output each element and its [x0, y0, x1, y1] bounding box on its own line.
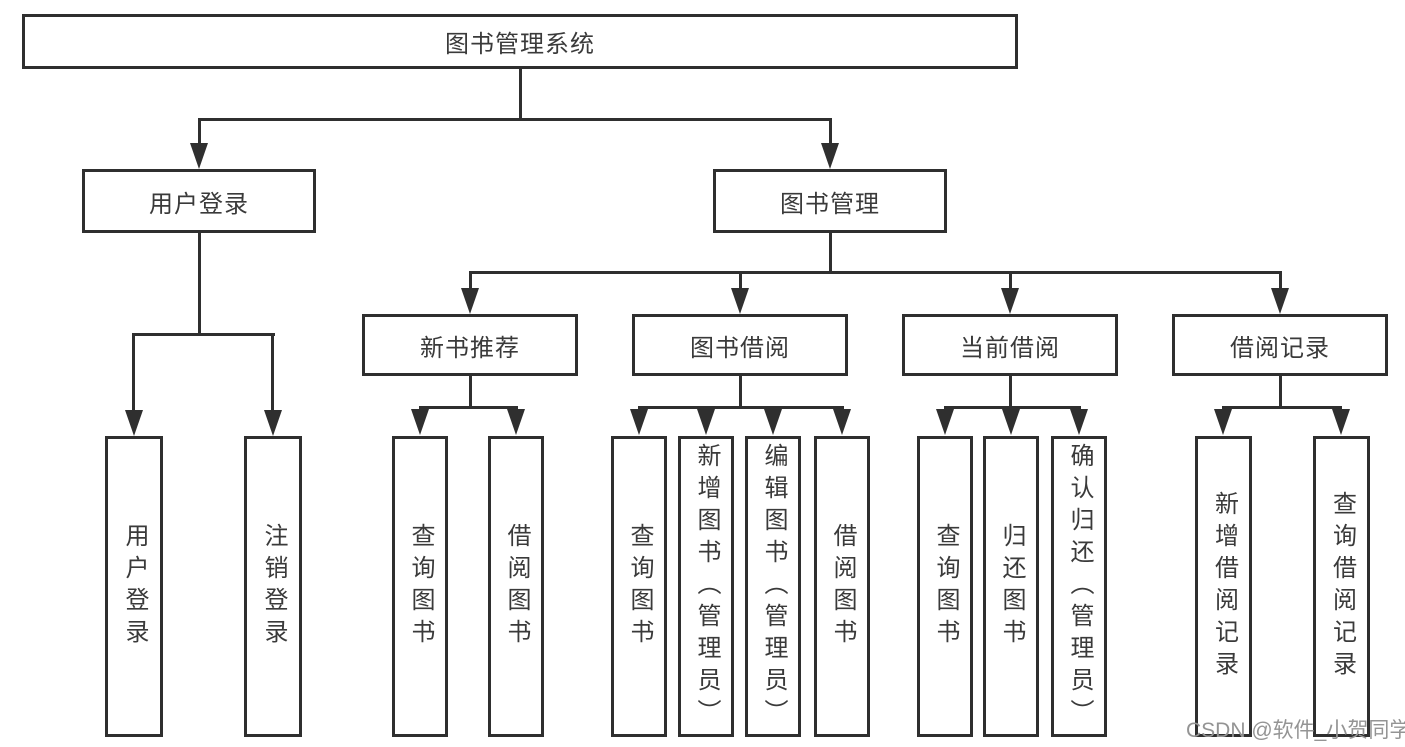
- node-library-management-system: 图书管理系统: [22, 14, 1018, 69]
- connector-line: [198, 118, 201, 144]
- leaf-borrow-books-borrowing: 借阅图书: [814, 436, 870, 737]
- connector-line: [638, 406, 844, 409]
- connector-line: [271, 333, 274, 411]
- arrow-down-icon: [821, 143, 839, 169]
- connector-line: [519, 69, 522, 119]
- watermark: CSDN @软件_小贺同学: [1186, 719, 1405, 742]
- arrow-down-icon: [1001, 288, 1019, 314]
- leaf-confirm-return-admin: 确认归还（管理员）: [1051, 436, 1107, 737]
- node-new-book-recommend: 新书推荐: [362, 314, 578, 376]
- arrow-down-icon: [411, 409, 429, 435]
- leaf-user-login: 用户登录: [105, 436, 163, 737]
- arrow-down-icon: [461, 288, 479, 314]
- arrow-down-icon: [833, 409, 851, 435]
- leaf-query-books-recommend: 查询图书: [392, 436, 448, 737]
- arrow-down-icon: [1332, 409, 1350, 435]
- arrow-down-icon: [731, 288, 749, 314]
- connector-line: [1222, 406, 1342, 409]
- connector-line: [739, 271, 742, 289]
- connector-line: [198, 233, 201, 334]
- connector-line: [198, 118, 832, 121]
- connector-line: [469, 271, 472, 289]
- connector-line: [1009, 271, 1012, 289]
- arrow-down-icon: [630, 409, 648, 435]
- node-borrowing-records: 借阅记录: [1172, 314, 1388, 376]
- arrow-down-icon: [1070, 409, 1088, 435]
- arrow-down-icon: [125, 410, 143, 436]
- connector-line: [1279, 271, 1282, 289]
- arrow-down-icon: [1002, 409, 1020, 435]
- leaf-edit-book-admin: 编辑图书（管理员）: [745, 436, 801, 737]
- leaf-logout: 注销登录: [244, 436, 302, 737]
- leaf-query-borrow-record: 查询借阅记录: [1313, 436, 1370, 737]
- node-book-management: 图书管理: [713, 169, 947, 233]
- connector-line: [1279, 376, 1282, 408]
- connector-line: [1009, 376, 1012, 408]
- arrow-down-icon: [1214, 409, 1232, 435]
- arrow-down-icon: [764, 409, 782, 435]
- arrow-down-icon: [697, 409, 715, 435]
- connector-line: [829, 118, 832, 144]
- node-book-borrowing: 图书借阅: [632, 314, 848, 376]
- connector-line: [132, 333, 135, 411]
- leaf-return-books: 归还图书: [983, 436, 1039, 737]
- arrow-down-icon: [507, 409, 525, 435]
- leaf-borrow-books-recommend: 借阅图书: [488, 436, 544, 737]
- connector-line: [739, 376, 742, 408]
- leaf-add-borrow-record: 新增借阅记录: [1195, 436, 1252, 737]
- arrow-down-icon: [190, 143, 208, 169]
- connector-line: [944, 406, 1081, 409]
- arrow-down-icon: [936, 409, 954, 435]
- leaf-add-book-admin: 新增图书（管理员）: [678, 436, 734, 737]
- connector-line: [133, 333, 275, 336]
- leaf-query-books-current: 查询图书: [917, 436, 973, 737]
- arrow-down-icon: [1271, 288, 1289, 314]
- connector-line: [469, 271, 1282, 274]
- arrow-down-icon: [264, 410, 282, 436]
- node-user-login: 用户登录: [82, 169, 316, 233]
- connector-line: [829, 233, 832, 273]
- leaf-query-books-borrowing: 查询图书: [611, 436, 667, 737]
- node-current-borrowing: 当前借阅: [902, 314, 1118, 376]
- connector-line: [469, 376, 472, 408]
- connector-line: [419, 406, 518, 409]
